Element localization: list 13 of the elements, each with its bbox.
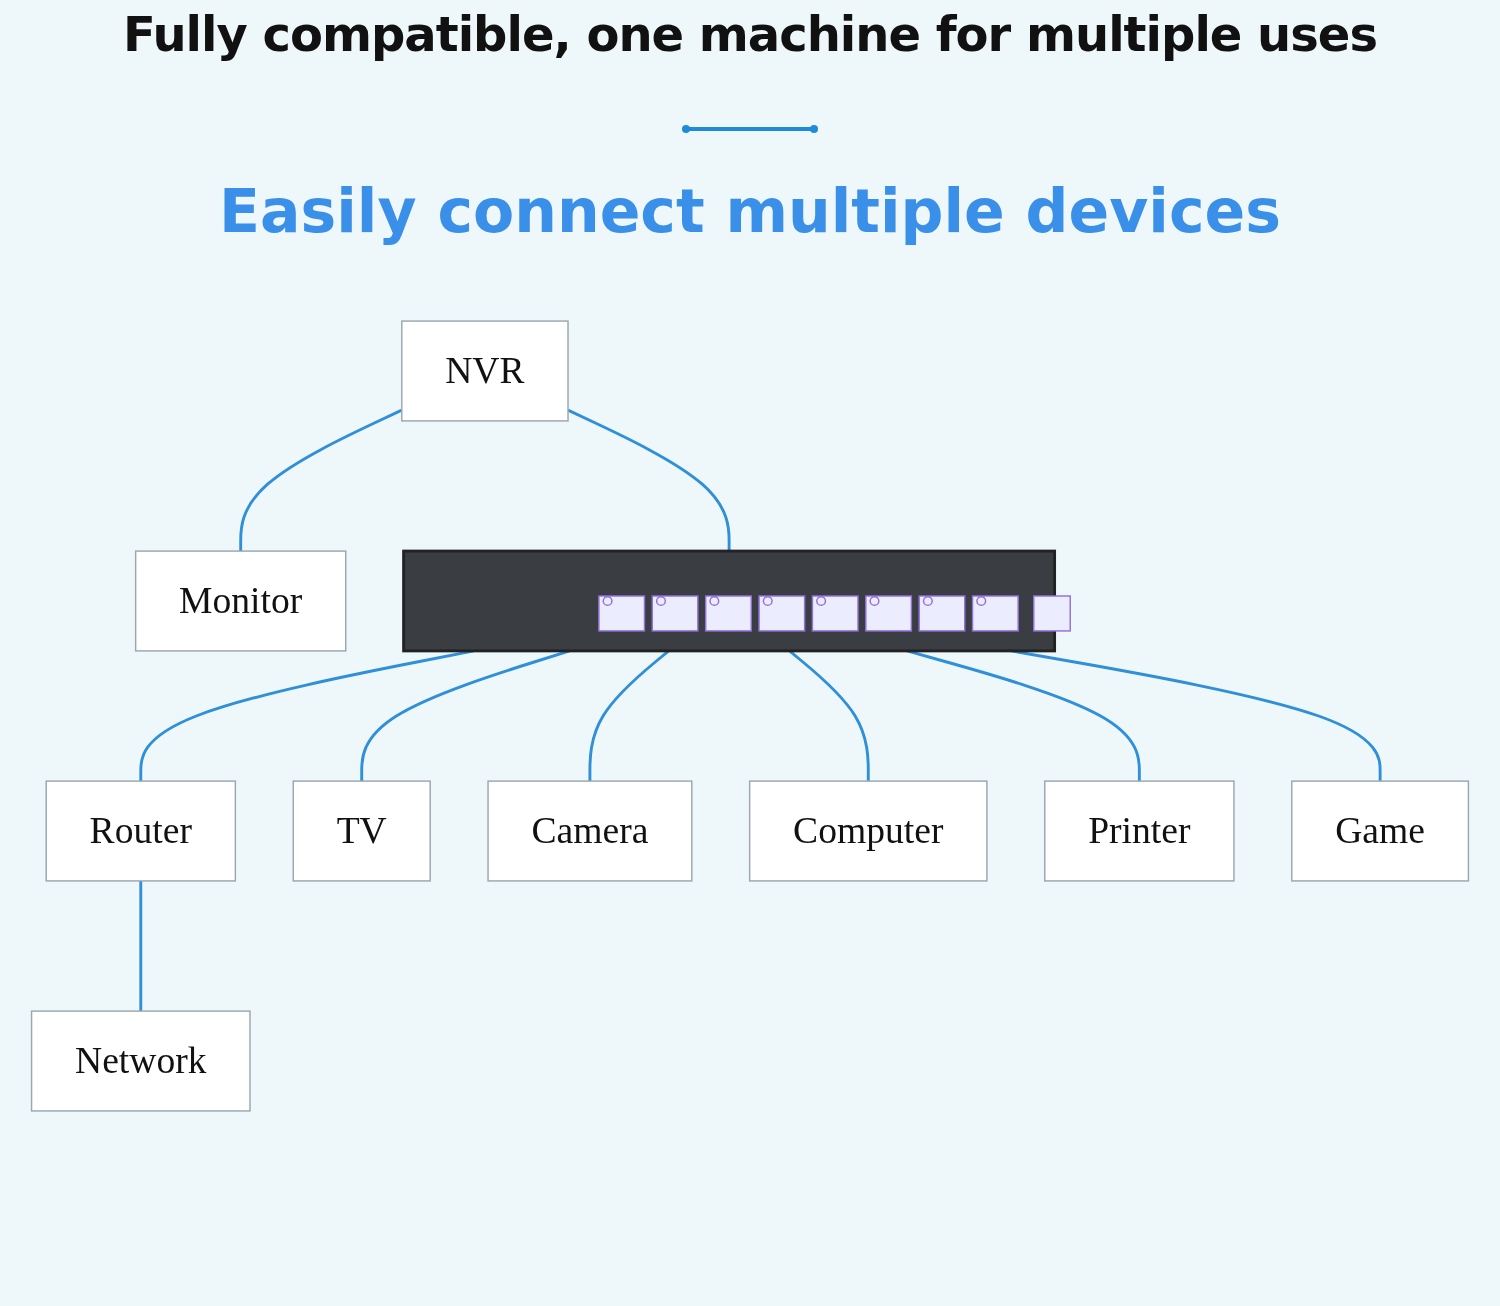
node-box: Computer	[748, 780, 988, 882]
node-box: Network	[30, 1010, 251, 1112]
node-box: Printer	[1044, 780, 1235, 882]
node-picture	[402, 549, 1057, 653]
node-box: Game	[1291, 780, 1470, 882]
node-box: TV	[292, 780, 431, 882]
connector	[139, 880, 143, 1012]
node-box: Camera	[487, 780, 693, 882]
node-box: Monitor	[134, 550, 347, 652]
title: Fully compatible, one machine for multiple uses	[122, 6, 1378, 62]
node-box: NVR	[401, 320, 569, 422]
subtitle: Easily connect multiple devices	[219, 176, 1281, 246]
node-box: Router	[45, 780, 237, 882]
